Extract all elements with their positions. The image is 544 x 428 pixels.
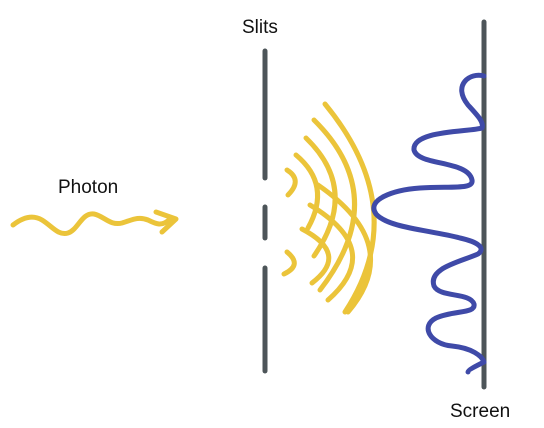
photon-arrowhead-icon xyxy=(153,209,179,235)
photon-wave-path xyxy=(10,211,173,237)
wavefront-upper-1 xyxy=(284,167,298,198)
wavefront-lower-1 xyxy=(281,249,297,277)
photon-wave-icon xyxy=(10,209,179,237)
wavefronts xyxy=(281,101,377,315)
slits-label: Slits xyxy=(242,17,278,38)
wavefront-lower-3 xyxy=(307,202,356,303)
wavefront-lower-2 xyxy=(299,226,332,286)
wavefront-upper-4 xyxy=(311,117,358,293)
wavefront-upper-2 xyxy=(293,152,321,231)
photon-label: Photon xyxy=(58,177,118,198)
interference-pattern xyxy=(371,72,487,375)
screen-label: Screen xyxy=(450,401,510,422)
wavefront-lower-4 xyxy=(315,182,373,315)
